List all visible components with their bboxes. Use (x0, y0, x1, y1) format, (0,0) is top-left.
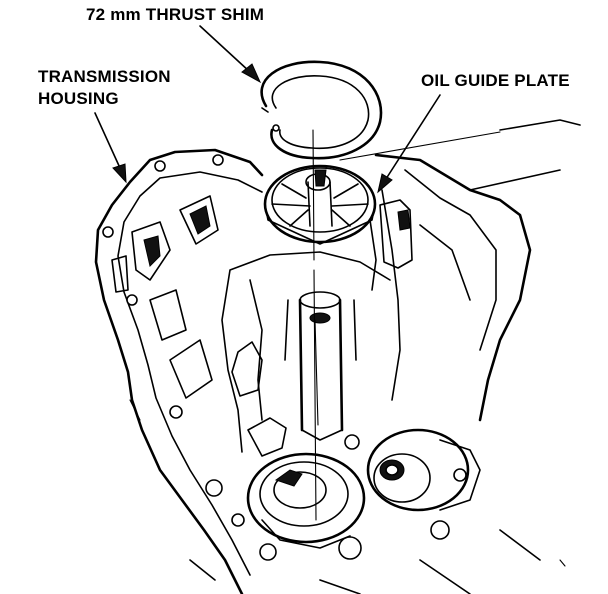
leader-arrows (94, 25, 501, 194)
oil-guide-plate-label: OIL GUIDE PLATE (421, 71, 570, 90)
thrust-shim-label: 72 mm THRUST SHIM (86, 5, 265, 24)
bearing-bore (246, 452, 366, 549)
transmission-housing (94, 119, 581, 594)
transmission-housing-label-line2: HOUSING (38, 89, 119, 108)
alignment-centerline (312, 129, 317, 521)
main-shaft (284, 291, 357, 441)
thrust-shim (260, 60, 383, 160)
transmission-housing-label-line1: TRANSMISSION (38, 67, 171, 86)
oil-guide-plate (263, 164, 377, 245)
secondary-bore (366, 428, 481, 512)
housing-bolt-holes (102, 154, 467, 561)
